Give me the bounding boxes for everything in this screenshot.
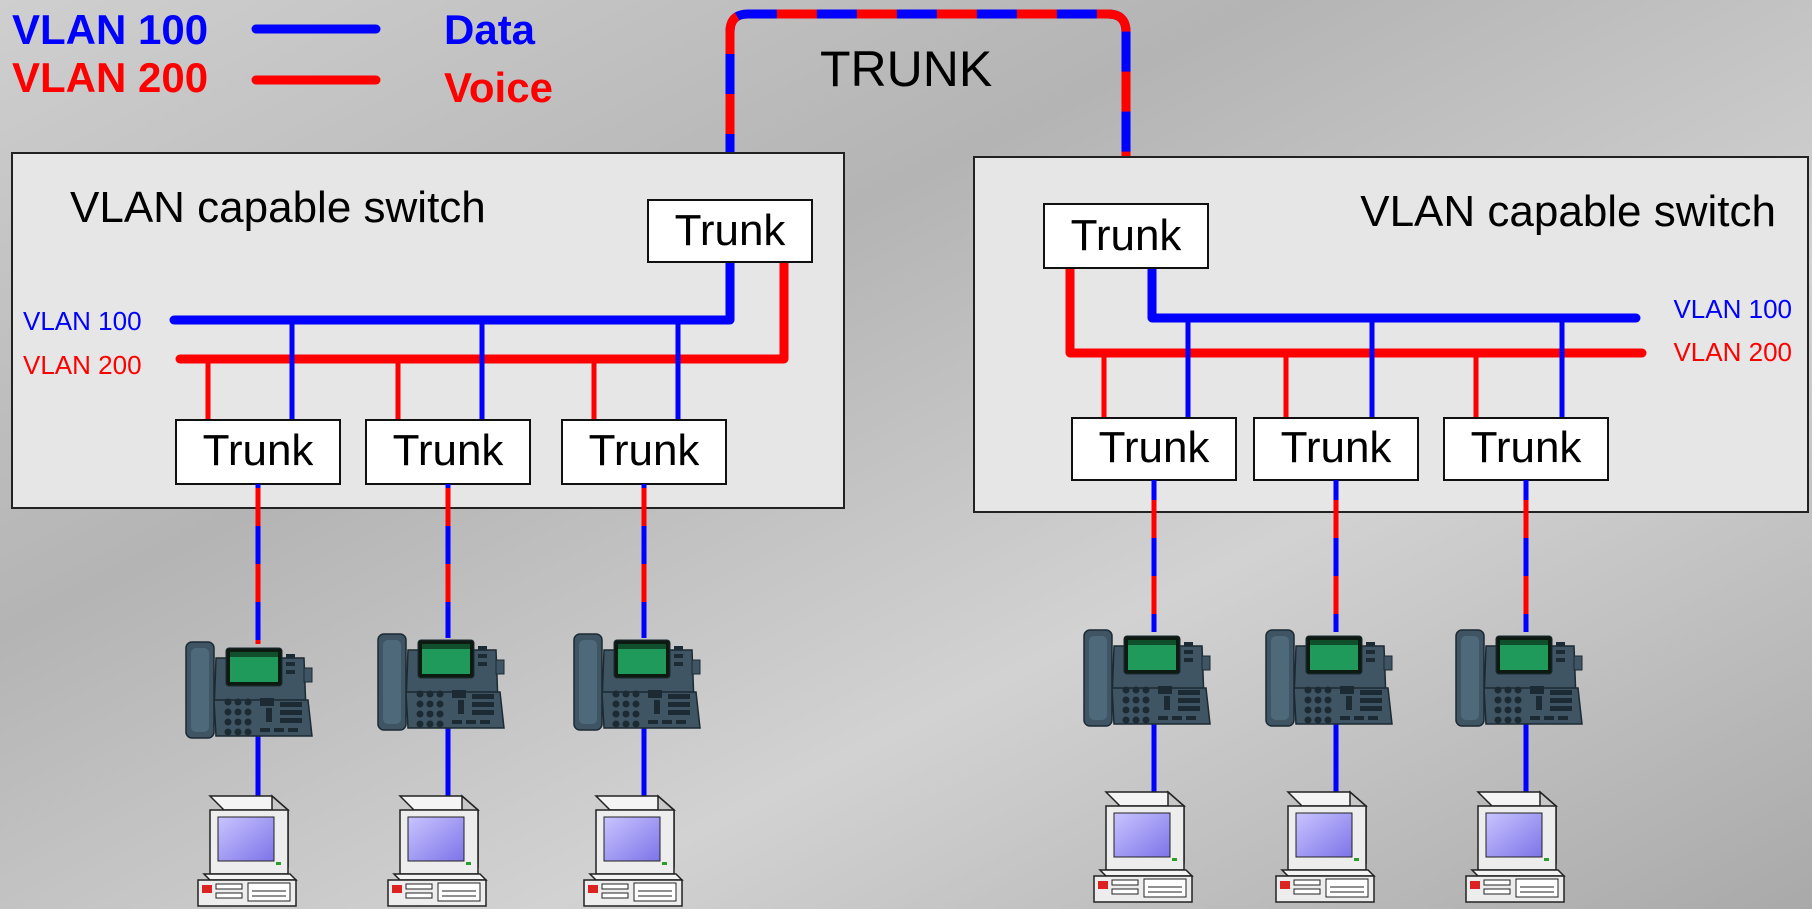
switch-right-port-1-label: Trunk <box>1099 423 1211 472</box>
switch-left-vlan100-bus <box>174 262 735 325</box>
switch-right-vlan100-bus-label: VLAN 100 <box>1673 294 1792 324</box>
switch-left: VLAN capable switch VLAN 100 VLAN 200 Tr… <box>11 152 845 509</box>
switch-left-port-1 <box>175 419 341 485</box>
switch-right-port-1 <box>1071 417 1237 481</box>
switch-left-port-3-label: Trunk <box>589 426 701 475</box>
switch-left-port-2 <box>365 419 531 485</box>
switch-right-uplink-port <box>1043 203 1209 269</box>
switch-right: VLAN capable switch VLAN 100 VLAN 200 Tr… <box>973 156 1809 513</box>
switch-right-port-2-label: Trunk <box>1281 423 1393 472</box>
legend-vlan200-label: VLAN 200 <box>12 54 208 101</box>
trunk-link-label: TRUNK <box>820 41 992 97</box>
switch-right-title: VLAN capable switch <box>1360 187 1776 236</box>
switch-left-port-2-label: Trunk <box>393 426 505 475</box>
legend-vlan100-label: VLAN 100 <box>12 6 208 53</box>
desktop-computer-icon <box>583 795 683 907</box>
switch-left-vlan200-bus-label: VLAN 200 <box>23 350 142 380</box>
access-trunk-cables <box>255 480 1529 800</box>
switch-left-uplink-port <box>647 199 813 263</box>
desktop-computer-icon <box>1275 791 1375 903</box>
switch-right-port-3 <box>1443 417 1609 481</box>
switch-right-vlan100-bus <box>1147 268 1636 323</box>
switch-left-title: VLAN capable switch <box>70 183 486 232</box>
switch-left-port-3 <box>561 419 727 485</box>
switch-left-vlan200-bus <box>180 262 789 364</box>
ip-phone-icon <box>1083 629 1211 727</box>
desktop-computer-icon <box>1093 791 1193 903</box>
switch-right-vlan200-bus <box>1065 268 1642 358</box>
switch-right-uplink-port-label: Trunk <box>1071 211 1183 260</box>
ip-phone-icon <box>185 641 313 739</box>
switch-left-uplink-port-label: Trunk <box>675 206 787 255</box>
legend-vlan100-desc: Data <box>444 6 536 53</box>
desktop-computer-icon <box>387 795 487 907</box>
ip-phone-icon <box>1265 629 1393 727</box>
switch-left-port-1-label: Trunk <box>203 426 315 475</box>
inter-switch-trunk-link <box>725 9 1131 200</box>
ip-phone-icon <box>573 633 701 731</box>
desktop-computer-icon <box>197 795 297 907</box>
desktop-computer-icon <box>1465 791 1565 903</box>
switch-right-port-2 <box>1253 417 1419 481</box>
ip-phone-icon <box>1455 629 1583 727</box>
switch-right-vlan200-bus-label: VLAN 200 <box>1673 337 1792 367</box>
switch-right-port-3-label: Trunk <box>1471 423 1583 472</box>
switch-left-vlan100-bus-label: VLAN 100 <box>23 306 142 336</box>
legend-vlan200-desc: Voice <box>444 64 553 111</box>
ip-phone-icon <box>377 633 505 731</box>
